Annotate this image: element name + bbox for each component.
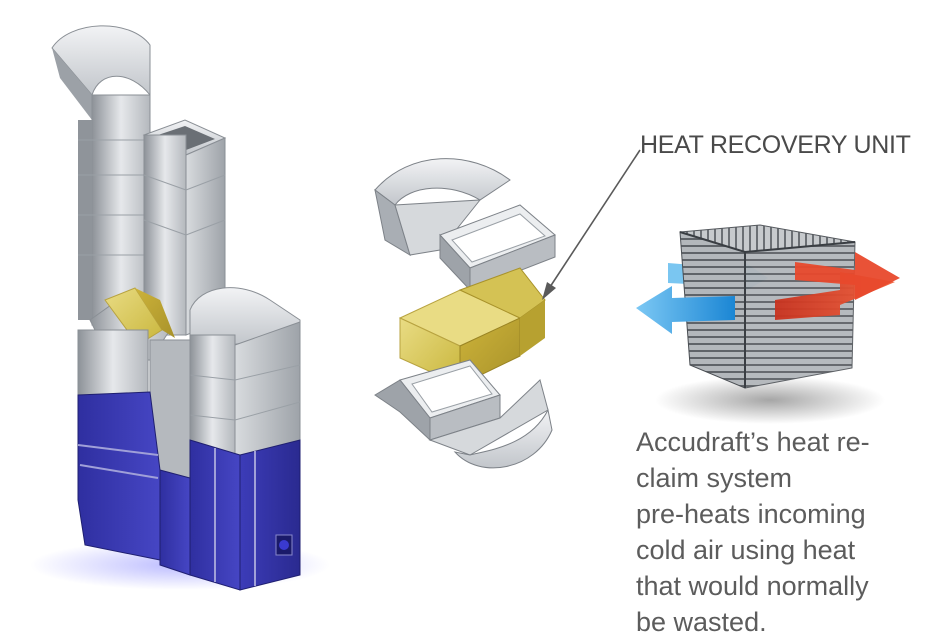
caption: Accudraft’s heat re- claim system pre-he… <box>636 424 936 640</box>
intake-stack <box>142 119 227 336</box>
caption-line: that would normally <box>636 571 869 601</box>
caption-line: Accudraft’s heat re- <box>636 427 870 457</box>
blue-cabinet <box>77 391 301 591</box>
exploded-assembly <box>374 158 556 469</box>
caption-line: pre-heats incoming <box>636 499 866 529</box>
callout-arrow <box>542 149 641 300</box>
caption-line: be wasted. <box>636 607 767 637</box>
exhaust-stack <box>51 25 151 326</box>
caption-line: claim system <box>636 463 793 493</box>
heat-exchanger-cube <box>636 224 900 424</box>
upper-elbow <box>374 158 511 257</box>
lower-elbow <box>428 379 553 469</box>
callout-label: HEAT RECOVERY UNIT <box>640 131 911 159</box>
lower-box-duct <box>374 359 501 442</box>
upper-box-duct <box>439 204 556 292</box>
booth-system <box>30 25 330 591</box>
supply-duct <box>189 287 301 459</box>
caption-line: cold air using heat <box>636 535 856 565</box>
